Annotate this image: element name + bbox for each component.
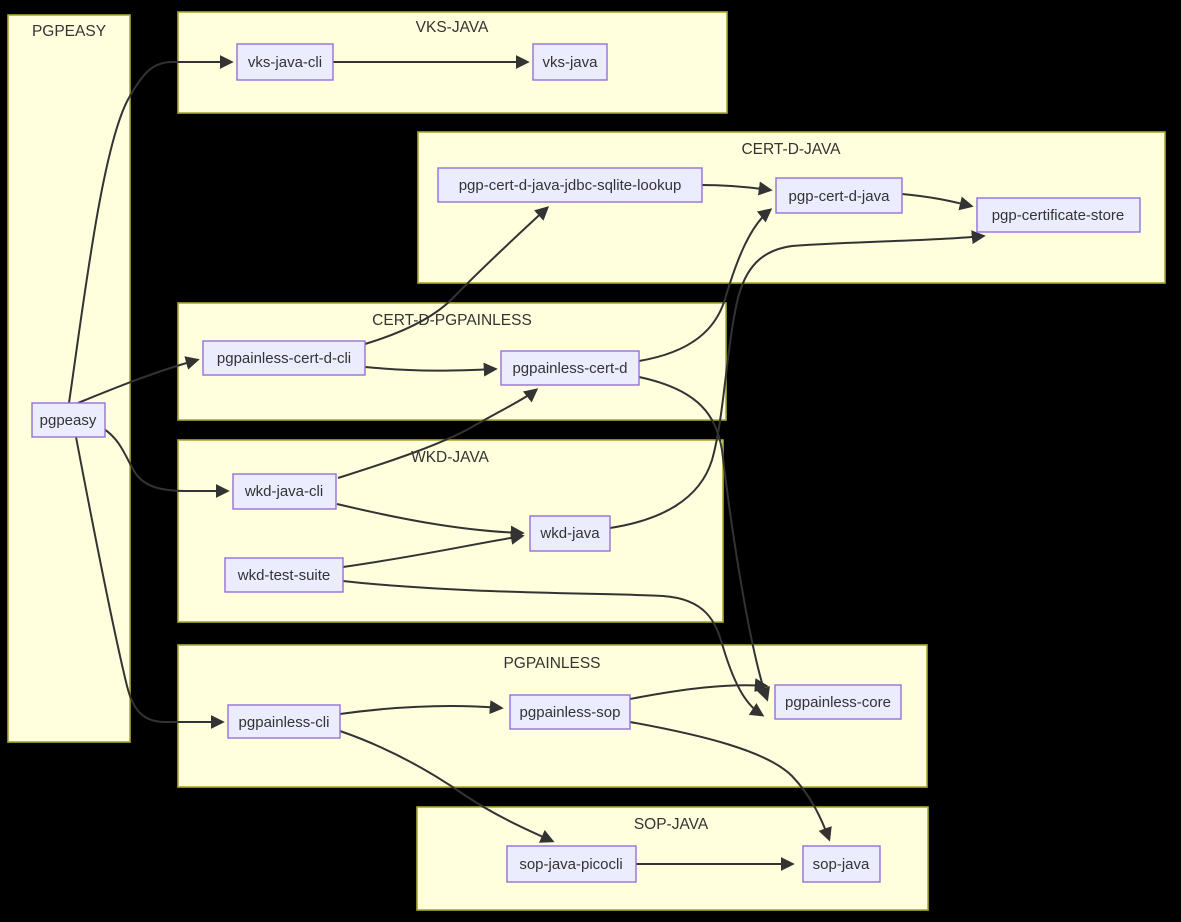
node-pgpainless-core: pgpainless-core: [774, 684, 902, 720]
edge-wkd-java-cli-to-pgpainless-cert-d: [337, 388, 539, 479]
node-sop-java-label: sop-java: [813, 856, 870, 873]
cluster-pgpeasy-box: [7, 14, 131, 743]
node-pgpainless-cli: pgpainless-cli: [227, 704, 341, 739]
edge-pgp-cert-d-java-jdbc-sqlite-lookup-to-pgp-cert-d-java: [701, 181, 773, 196]
edge-pgpeasy-to-vks-java-cli: [68, 55, 234, 404]
edge-pgpeasy-to-pgpainless-cli: [75, 436, 225, 729]
edge-pgp-cert-d-java-to-pgp-certificate-store: [901, 193, 974, 211]
node-pgp-cert-d-java-jdbc-sqlite-lookup-label: pgp-cert-d-java-jdbc-sqlite-lookup: [459, 177, 682, 194]
node-pgp-cert-d-java-label: pgp-cert-d-java: [789, 188, 891, 205]
node-pgp-cert-d-java-jdbc-sqlite-lookup: pgp-cert-d-java-jdbc-sqlite-lookup: [437, 167, 703, 203]
node-pgpainless-sop-label: pgpainless-sop: [520, 704, 621, 721]
node-wkd-java-cli-label: wkd-java-cli: [244, 483, 323, 500]
edge-pgpeasy-to-wkd-java-cli: [103, 428, 230, 498]
node-pgpainless-cert-d-label: pgpainless-cert-d: [512, 360, 627, 377]
node-wkd-test-suite-label: wkd-test-suite: [237, 567, 331, 584]
node-vks-java-cli: vks-java-cli: [236, 43, 334, 81]
node-vks-java-cli-box: [236, 43, 334, 81]
node-pgpainless-cert-d-cli: pgpainless-cert-d-cli: [202, 340, 366, 376]
node-sop-java-picocli-box: [506, 845, 637, 883]
node-pgpainless-cert-d-cli-box: [202, 340, 366, 376]
node-sop-java: sop-java: [802, 845, 881, 883]
cluster-vks-java-label: VKS-JAVA: [416, 19, 489, 36]
node-pgp-cert-d-java-jdbc-sqlite-lookup-box: [437, 167, 703, 203]
edge-wkd-test-suite-to-pgpainless-core: [342, 580, 765, 717]
node-pgp-certificate-store: pgp-certificate-store: [976, 197, 1141, 233]
node-wkd-java-cli-box: [232, 473, 337, 510]
node-pgp-cert-d-java-box: [775, 177, 903, 214]
edge-pgpainless-sop-to-sop-java: [629, 721, 832, 842]
node-pgp-certificate-store-box: [976, 197, 1141, 233]
cluster-cert-d-java-label: CERT-D-JAVA: [741, 141, 841, 158]
node-wkd-test-suite: wkd-test-suite: [224, 557, 344, 593]
node-sop-java-picocli: sop-java-picocli: [506, 845, 637, 883]
node-pgpainless-core-box: [774, 684, 902, 720]
node-wkd-java: wkd-java: [529, 515, 611, 552]
node-wkd-java-cli: wkd-java-cli: [232, 473, 337, 510]
edge-pgpainless-cert-d-cli-to-pgpainless-cert-d: [364, 362, 498, 377]
cluster-pgpainless-label: PGPAINLESS: [503, 655, 600, 672]
edge-pgpainless-cert-d-to-pgpainless-core: [638, 376, 770, 702]
cluster-pgpeasy: PGPEASY: [7, 14, 131, 743]
cluster-wkd-java-label: WKD-JAVA: [411, 449, 489, 466]
node-pgpainless-cert-d: pgpainless-cert-d: [500, 350, 640, 386]
edge-pgpainless-cli-to-sop-java-picocli: [339, 730, 555, 843]
node-pgpainless-cert-d-cli-label: pgpainless-cert-d-cli: [217, 350, 351, 367]
edge-wkd-java-to-pgp-certificate-store: [609, 230, 986, 529]
node-wkd-test-suite-box: [224, 557, 344, 593]
nodes-layer: pgpeasy vks-java-cli vks-java pgp-cert-d…: [31, 43, 1141, 883]
edge-pgpeasy-to-pgpainless-cert-d-cli: [77, 356, 200, 404]
edge-wkd-java-cli-to-wkd-java: [336, 503, 525, 540]
edge-pgpainless-cert-d-cli-to-pgp-cert-d-java-jdbc-sqlite-lookup: [364, 206, 550, 345]
node-pgpainless-core-label: pgpainless-core: [785, 694, 891, 711]
node-pgp-certificate-store-label: pgp-certificate-store: [992, 207, 1125, 224]
node-vks-java-label: vks-java: [542, 54, 598, 71]
node-sop-java-picocli-label: sop-java-picocli: [519, 856, 622, 873]
node-pgpainless-cli-box: [227, 704, 341, 739]
node-pgpainless-sop: pgpainless-sop: [509, 694, 631, 730]
node-sop-java-box: [802, 845, 881, 883]
node-pgpainless-cli-label: pgpainless-cli: [239, 714, 330, 731]
node-pgp-cert-d-java: pgp-cert-d-java: [775, 177, 903, 214]
cluster-sop-java-label: SOP-JAVA: [634, 816, 709, 833]
node-pgpeasy: pgpeasy: [31, 402, 106, 438]
node-pgpeasy-label: pgpeasy: [40, 412, 97, 429]
edges-layer: [68, 55, 986, 871]
node-vks-java: vks-java: [532, 43, 608, 81]
node-vks-java-cli-label: vks-java-cli: [248, 54, 322, 71]
clusters-layer: PGPEASY VKS-JAVA CERT-D-JAVA CERT-D-PGPA…: [7, 11, 1166, 911]
edge-pgpainless-sop-to-pgpainless-core: [629, 678, 769, 700]
node-pgpeasy-box: [31, 402, 106, 438]
edge-pgpainless-cert-d-to-pgp-cert-d-java: [638, 208, 773, 362]
cluster-pgpeasy-label: PGPEASY: [32, 23, 106, 40]
node-wkd-java-box: [529, 515, 611, 552]
node-wkd-java-label: wkd-java: [539, 525, 600, 542]
node-pgpainless-cert-d-box: [500, 350, 640, 386]
cluster-cert-d-pgpainless-label: CERT-D-PGPAINLESS: [372, 312, 532, 329]
node-vks-java-box: [532, 43, 608, 81]
node-pgpainless-sop-box: [509, 694, 631, 730]
edge-wkd-test-suite-to-wkd-java: [342, 530, 525, 568]
edge-pgpainless-cli-to-pgpainless-sop: [339, 700, 504, 715]
